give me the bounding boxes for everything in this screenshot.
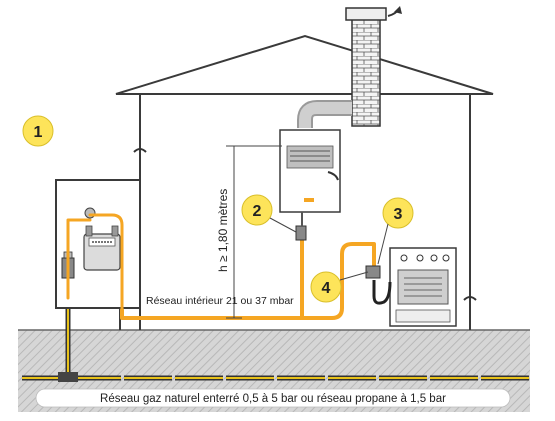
boiler-valve-icon <box>295 225 307 241</box>
callout-leader <box>269 217 297 233</box>
callout-number: 1 <box>34 124 43 141</box>
callout-number: 2 <box>253 203 262 220</box>
boiler-indicator <box>304 198 314 202</box>
wall-break-mark <box>133 148 147 153</box>
wall-boiler <box>279 129 341 241</box>
chimney <box>297 6 402 128</box>
callout-leader <box>377 223 389 265</box>
underground-label-box: Réseau gaz naturel enterré 0,5 à 5 bar o… <box>35 388 511 408</box>
boiler-grille <box>286 145 334 169</box>
callout-4: 4 <box>310 271 369 303</box>
interior-network-label: Réseau intérieur 21 ou 37 mbar <box>146 295 294 307</box>
callout-number: 4 <box>322 280 331 297</box>
chimney-cap <box>345 7 387 21</box>
meter-box <box>55 179 141 309</box>
exhaust-arrowhead <box>394 6 402 14</box>
height-dimension: h ≥ 1,80 mètres <box>216 145 282 319</box>
meter-cabinet <box>55 179 141 330</box>
callout-leader <box>339 271 369 281</box>
service-tee <box>58 372 78 382</box>
stove-drawer <box>395 309 451 323</box>
gas-meter-icon <box>83 225 121 271</box>
boiler-arrow <box>327 171 339 181</box>
wall-break-mark <box>463 296 477 301</box>
callout-number: 3 <box>394 206 403 223</box>
chimney-icon <box>351 17 381 127</box>
stove-valve-icon <box>365 265 381 279</box>
callout-2: 2 <box>241 194 297 233</box>
roof <box>115 34 494 95</box>
flexible-hose <box>372 280 392 305</box>
height-rule-label: h ≥ 1,80 mètres <box>216 189 230 272</box>
stove-knob <box>416 254 424 262</box>
gas-stove <box>365 247 457 327</box>
stove-knob <box>400 254 408 262</box>
stove-knob <box>442 254 450 262</box>
callout-3: 3 <box>377 197 414 265</box>
underground-network-label: Réseau gaz naturel enterré 0,5 à 5 bar o… <box>100 393 446 405</box>
callout-1: 1 <box>22 115 54 147</box>
oven-window <box>397 269 449 305</box>
stove-knob <box>430 254 438 262</box>
wall-boiler-icon <box>279 129 341 213</box>
